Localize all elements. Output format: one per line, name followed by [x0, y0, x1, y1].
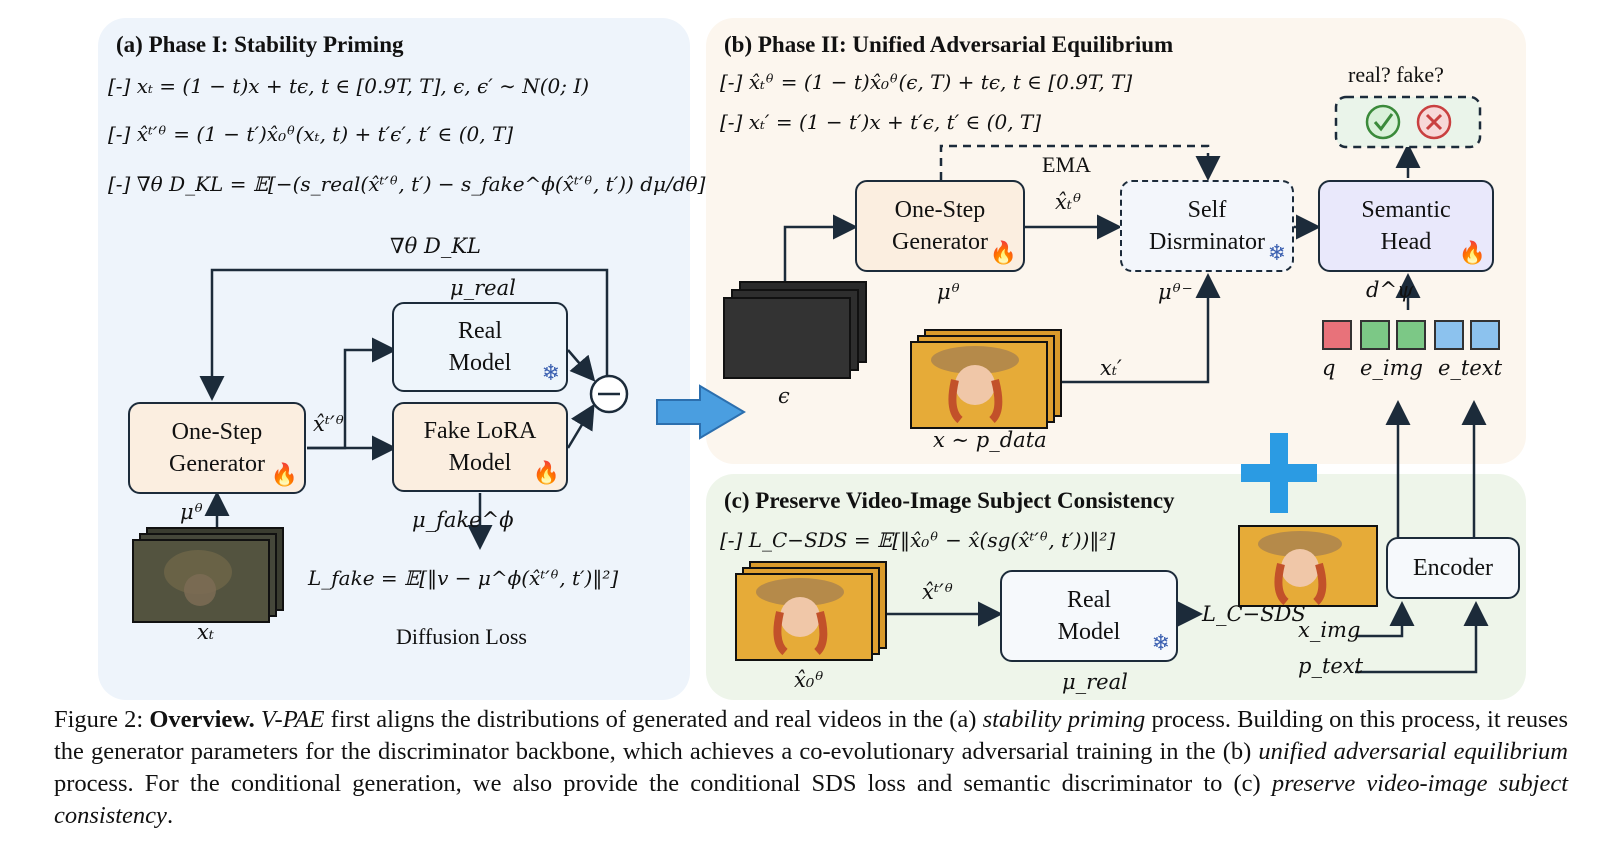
ema-label: EMA: [1042, 152, 1091, 177]
x-tprime-label-b: xₜ′: [1100, 356, 1122, 380]
token-q-label: q: [1322, 356, 1336, 380]
token-img-2: [1396, 320, 1426, 350]
panel-a-eq2: [-] x̂ᵗ′ᶿ = (1 − t′)x̂₀ᶿ(xₜ, t) + t′ϵ′, …: [108, 122, 514, 146]
x0hat-label: x̂₀ᶿ: [794, 668, 825, 692]
loss-fake-eq: L_fake = 𝔼[‖v − μ^ϕ(x̂ᵗ′ᶿ, t′)‖²]: [308, 566, 619, 590]
semantic-head-line1: Semantic: [1361, 197, 1451, 223]
panel-c-eq: [-] L_C−SDS = 𝔼[‖x̂₀ᶿ − x̂(sg(x̂ᵗ′ᶿ, t′)…: [720, 528, 1116, 552]
mu-theta-minus-label: μᶿ⁻: [1158, 280, 1193, 304]
l-csds-label: L_C−SDS: [1202, 602, 1306, 626]
panel-a-eq1: [-] xₜ = (1 − t)x + tϵ, t ∈ [0.9T, T], ϵ…: [108, 74, 590, 98]
generator-a-line2: Generator: [169, 451, 265, 477]
semantic-head-line2: Head: [1380, 229, 1432, 255]
fire-icon: 🔥: [989, 240, 1017, 265]
encoder-label: Encoder: [1413, 555, 1493, 581]
caption-fig: Figure 2:: [54, 706, 150, 733]
fake-model-line2: Model: [448, 450, 512, 476]
mu-real-label-a: μ_real: [450, 276, 516, 300]
fake-lora-model-box: Fake LoRA Model 🔥: [392, 402, 568, 492]
x-pdata-label: x ∼ p_data: [933, 428, 1047, 452]
d-psi-label: d^ψ: [1366, 278, 1414, 302]
discriminator-line2: Disrminator: [1149, 229, 1265, 255]
generator-b-line2: Generator: [892, 229, 988, 255]
mu-real-label-c: μ_real: [1062, 670, 1128, 694]
fire-icon: 🔥: [1458, 240, 1486, 265]
x-t-label: xₜ: [197, 620, 215, 644]
caption-i3: unified adversarial equilibrium: [1258, 738, 1568, 765]
panel-a-title: (a) Phase I: Stability Priming: [116, 32, 404, 57]
panel-c-title: (c) Preserve Video-Image Subject Consist…: [724, 488, 1175, 513]
x-img-label: x_img: [1298, 618, 1361, 642]
real-fake-label: real? fake?: [1348, 62, 1444, 87]
xhat-tprime-label-c: x̂ᵗ′ᶿ: [922, 580, 954, 604]
discriminator-line1: Self: [1187, 197, 1227, 223]
generator-a-line1: One-Step: [171, 419, 263, 445]
xhat-tprime-label-a: x̂ᵗ′ᶿ: [313, 412, 345, 436]
caption-i1: V-PAE: [260, 706, 325, 733]
caption-i4: preserve video-image subject consistency: [54, 770, 1568, 829]
mu-fake-label: μ_fake^ϕ: [412, 508, 514, 532]
real-model-c-line1: Real: [1067, 587, 1111, 613]
diffusion-loss-label: Diffusion Loss: [396, 624, 527, 649]
caption-t3: process. For the conditional generation,…: [54, 770, 1272, 797]
fake-model-line1: Fake LoRA: [423, 418, 537, 444]
caption-t4: .: [166, 802, 174, 829]
panel-b-title: (b) Phase II: Unified Adversarial Equili…: [724, 32, 1174, 57]
caption-t2: process. Building on this process, it re…: [54, 706, 1569, 765]
figure-caption: Figure 2: Overview. V-PAE first aligns t…: [54, 704, 1568, 832]
fire-icon: 🔥: [270, 462, 298, 487]
real-model-line2: Model: [448, 350, 512, 376]
xhat-t-label-b: x̂ₜᶿ: [1055, 190, 1082, 214]
real-model-c-line2: Model: [1057, 619, 1121, 645]
token-text-1: [1434, 320, 1464, 350]
snowflake-icon: ❄: [1151, 630, 1170, 655]
epsilon-label: ϵ: [778, 384, 790, 408]
token-text-2: [1470, 320, 1500, 350]
caption-bold: Overview.: [149, 706, 255, 733]
token-img-label: e_img: [1360, 356, 1423, 380]
caption-t1: first aligns the distributions of genera…: [324, 706, 983, 733]
snowflake-icon: ❄: [541, 360, 560, 385]
generator-b-line1: One-Step: [894, 197, 986, 223]
p-text-label: p_text: [1298, 654, 1364, 678]
token-text-label: e_text: [1438, 356, 1503, 380]
mu-theta-label-b: μᶿ: [937, 280, 961, 304]
token-q: [1322, 320, 1352, 350]
fire-icon: 🔥: [532, 460, 560, 485]
panel-a-eq3: [-] ∇θ D_KL = 𝔼[−(s_real(x̂ᵗ′ᶿ, t′) − s_…: [108, 172, 706, 196]
caption-i2: stability priming: [982, 706, 1146, 733]
encoder-box: Encoder: [1386, 537, 1520, 599]
snowflake-icon: ❄: [1267, 240, 1286, 265]
mu-theta-label-a: μᶿ: [180, 500, 204, 524]
grad-dkl-label: ∇θ D_KL: [390, 234, 481, 258]
panel-b-eq2: [-] xₜ′ = (1 − t′)x + t′ϵ, t′ ∈ (0, T]: [720, 110, 1042, 134]
real-model-line1: Real: [458, 318, 502, 344]
token-img-1: [1360, 320, 1390, 350]
panel-b-eq1: [-] x̂ₜᶿ = (1 − t)x̂₀ᶿ(ϵ, T) + tϵ, t ∈ […: [720, 70, 1133, 94]
